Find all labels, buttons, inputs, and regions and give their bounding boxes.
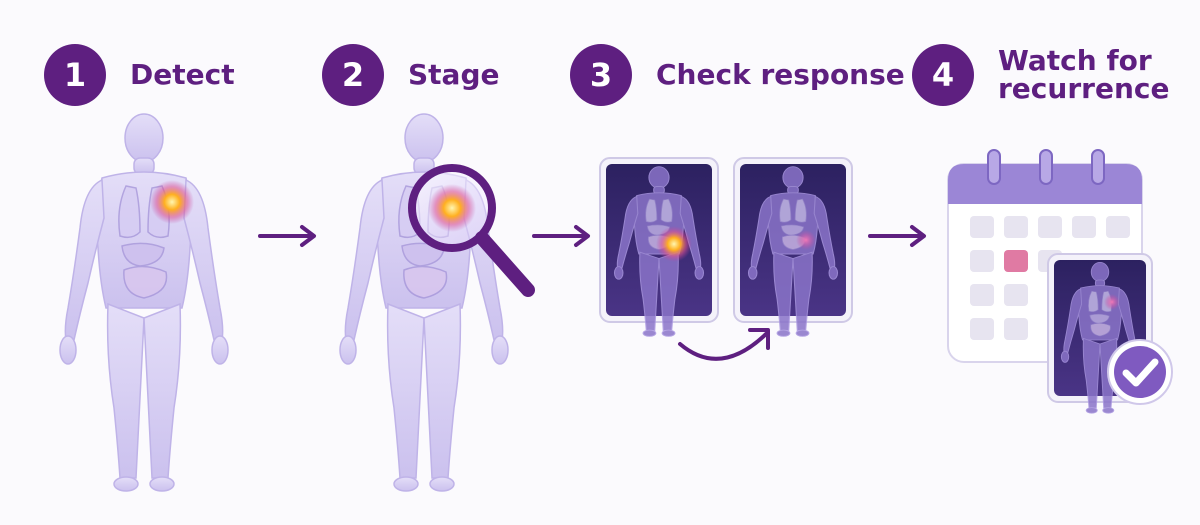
step-3-header: 3 Check response — [570, 44, 905, 106]
step-4-title: Watch for recurrence — [998, 44, 1170, 105]
arrow-right-icon — [532, 225, 590, 247]
human-figure-2 — [339, 113, 535, 492]
arrow-right-icon — [868, 225, 926, 247]
step-2-header: 2 Stage — [322, 44, 499, 106]
scan-after — [733, 157, 853, 337]
human-figure-1 — [59, 113, 229, 492]
step-1-header: 1 Detect — [44, 44, 235, 106]
calendar-marked-day — [1004, 250, 1028, 272]
step-1-badge: 1 — [44, 44, 106, 106]
tumor-glow-1 — [150, 180, 194, 224]
step-4-badge: 4 — [912, 44, 974, 106]
step-2-title: Stage — [408, 58, 500, 91]
scan-before — [599, 157, 719, 337]
step-3-title: Check response — [656, 58, 905, 91]
check-icon — [1107, 339, 1173, 405]
arrow-right-icon — [258, 225, 316, 247]
step-4-header: 4 Watch for recurrence — [912, 44, 1178, 106]
calendar-icon — [947, 149, 1173, 414]
step-3-badge: 3 — [570, 44, 632, 106]
magnifier-icon — [408, 164, 535, 297]
step-2-badge: 2 — [322, 44, 384, 106]
curved-arrow-icon — [678, 328, 770, 361]
step-1-title: Detect — [130, 58, 235, 91]
